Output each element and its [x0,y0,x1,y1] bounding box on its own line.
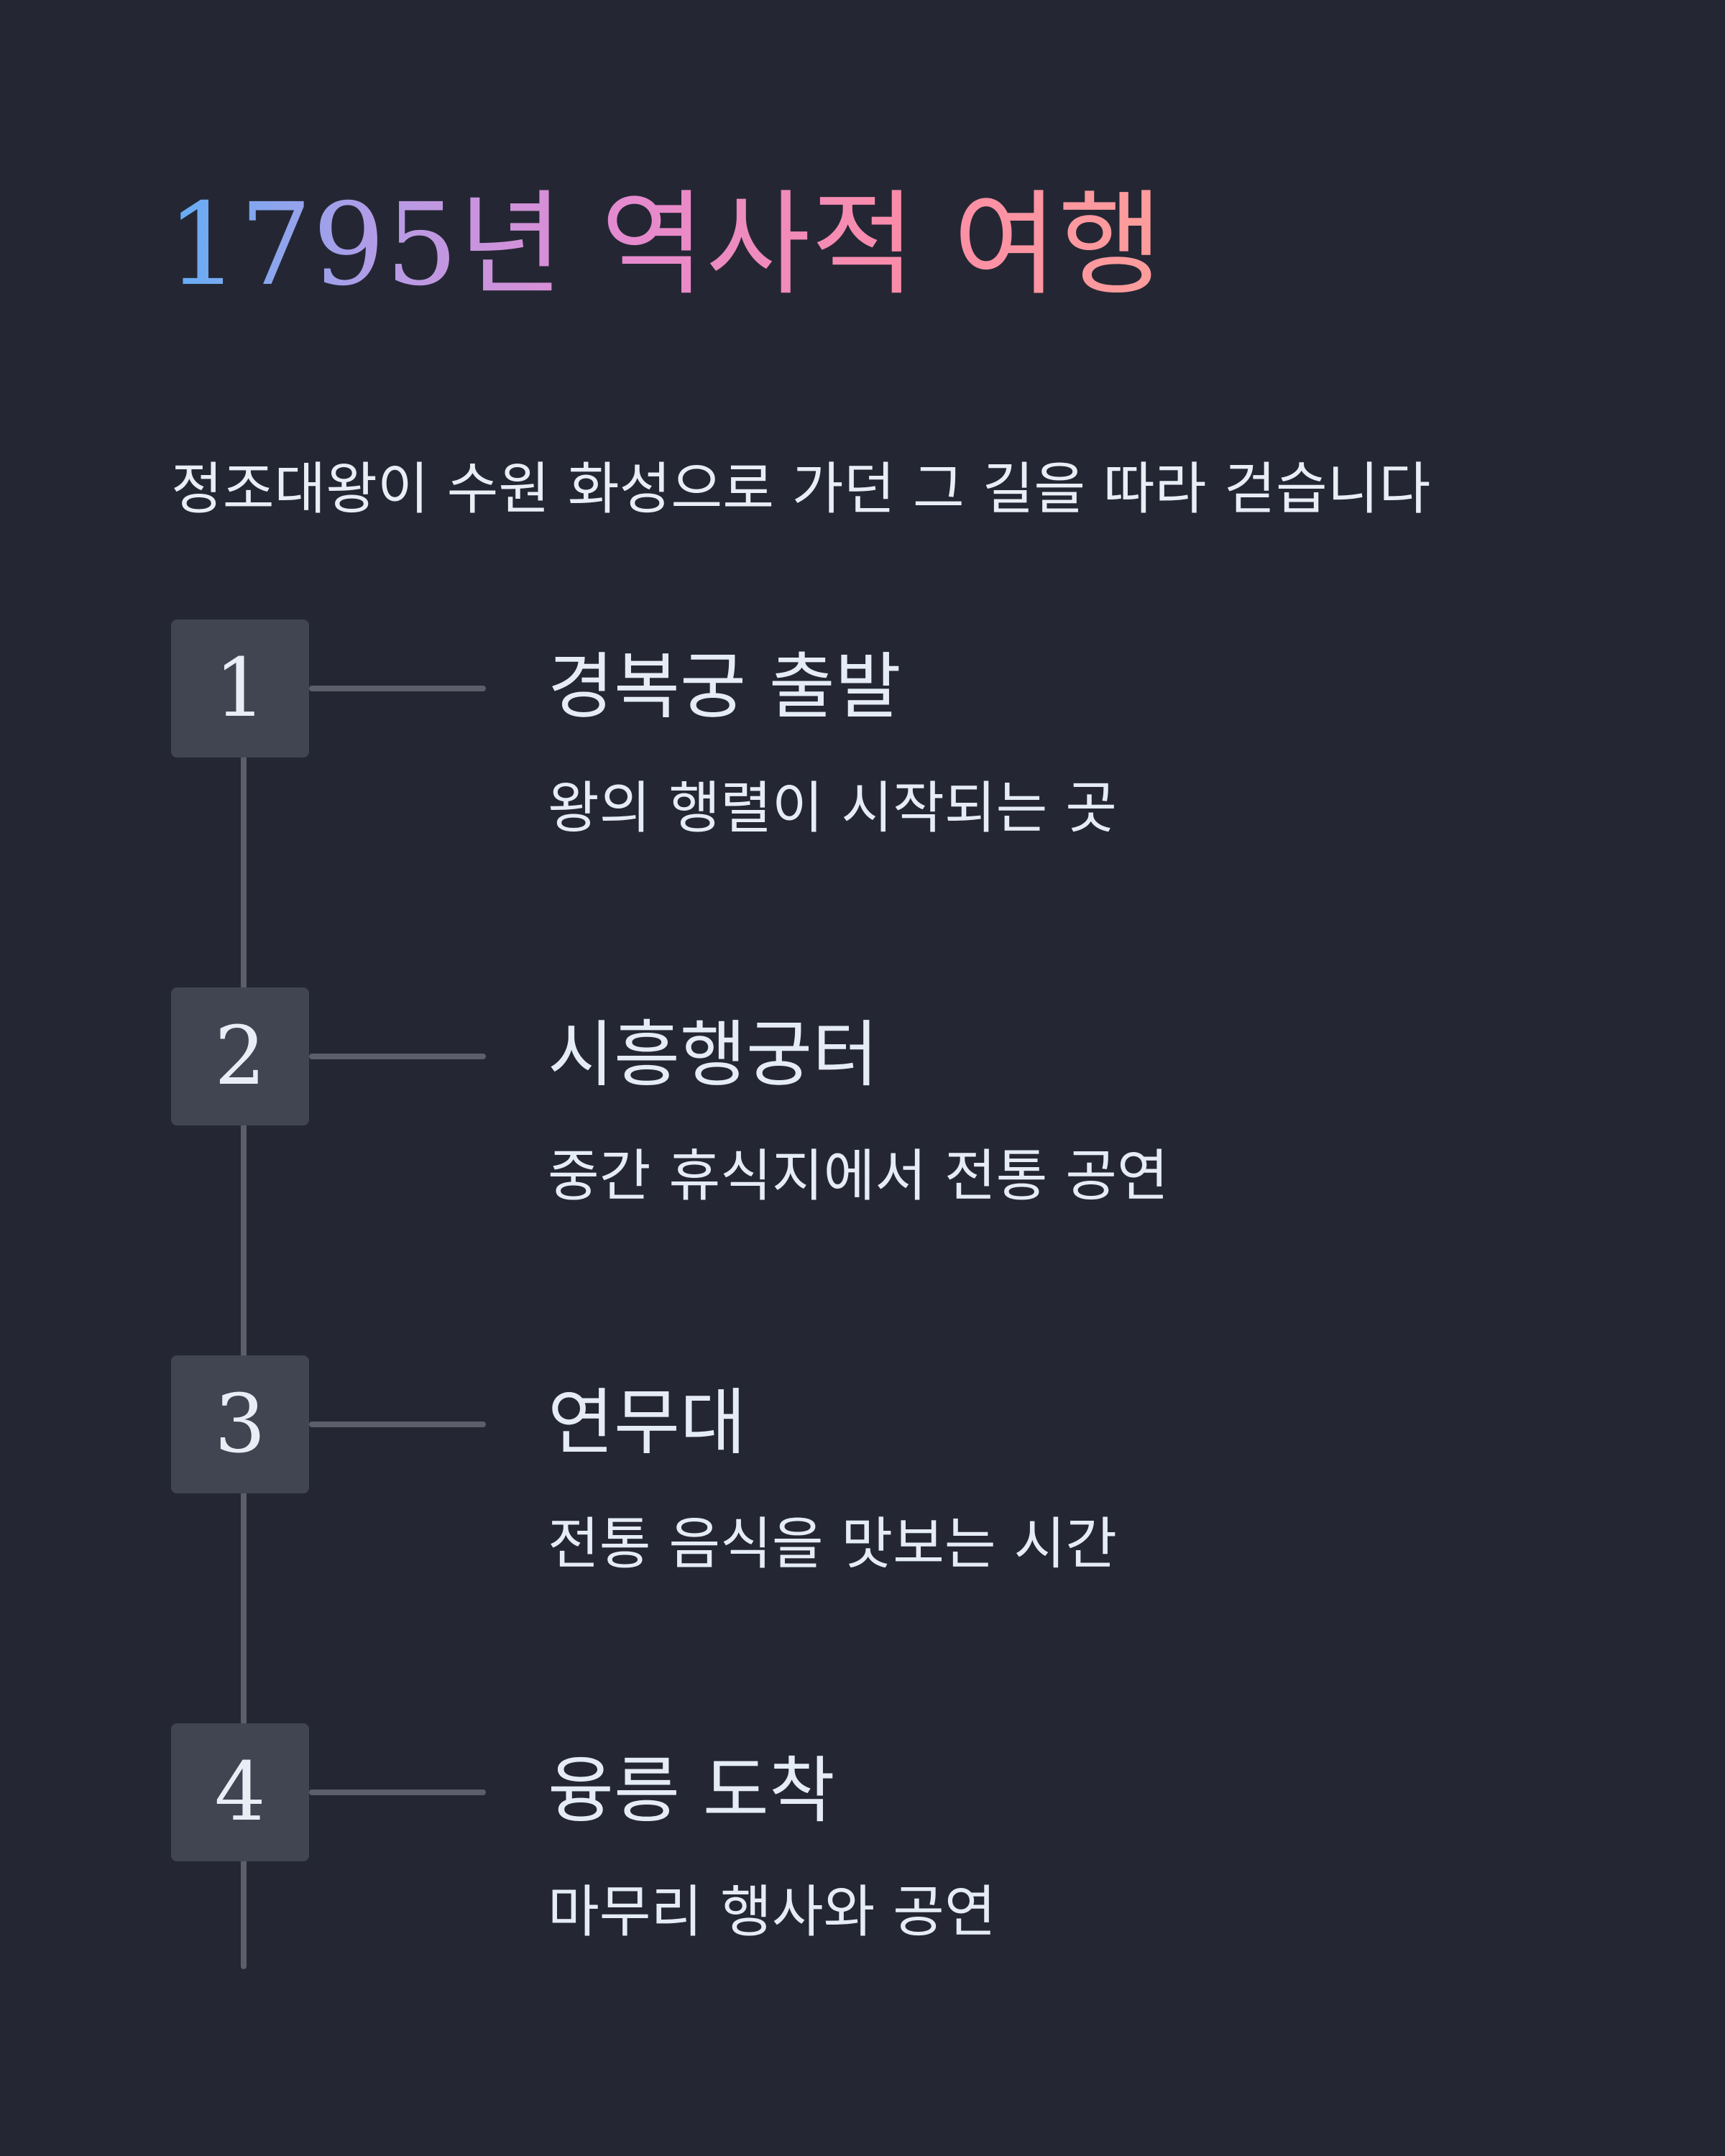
step-connector-line [309,1054,486,1059]
step-title: 연무대 [548,1381,746,1465]
step-title: 경복궁 출발 [548,645,901,729]
step-description: 왕의 행렬이 시작되는 곳 [548,776,1117,841]
timeline-rail [241,719,247,1969]
step-connector-line [309,1422,486,1427]
step-description: 전통 음식을 맛보는 시간 [548,1512,1117,1577]
timeline-step: 1 경복궁 출발 왕의 행렬이 시작되는 곳 [0,619,1725,841]
step-number-badge: 3 [171,1355,309,1493]
step-description: 중간 휴식지에서 전통 공연 [548,1144,1169,1209]
step-connector-line [309,1789,486,1795]
step-description: 마무리 행사와 공연 [548,1880,996,1945]
step-number-badge: 2 [171,987,309,1125]
step-title: 융릉 도착 [548,1749,835,1833]
timeline-step: 3 연무대 전통 음식을 맛보는 시간 [0,1355,1725,1577]
step-number-badge: 1 [171,619,309,757]
page-title: 1795년 역사적 여행 [167,179,1164,311]
page-subtitle: 정조대왕이 수원 화성으로 가던 그 길을 따라 걷습니다 [171,457,1431,522]
step-title: 시흥행궁터 [548,1013,878,1097]
timeline-step: 4 융릉 도착 마무리 행사와 공연 [0,1723,1725,1945]
timeline-step: 2 시흥행궁터 중간 휴식지에서 전통 공연 [0,987,1725,1209]
step-connector-line [309,686,486,691]
step-number-badge: 4 [171,1723,309,1861]
